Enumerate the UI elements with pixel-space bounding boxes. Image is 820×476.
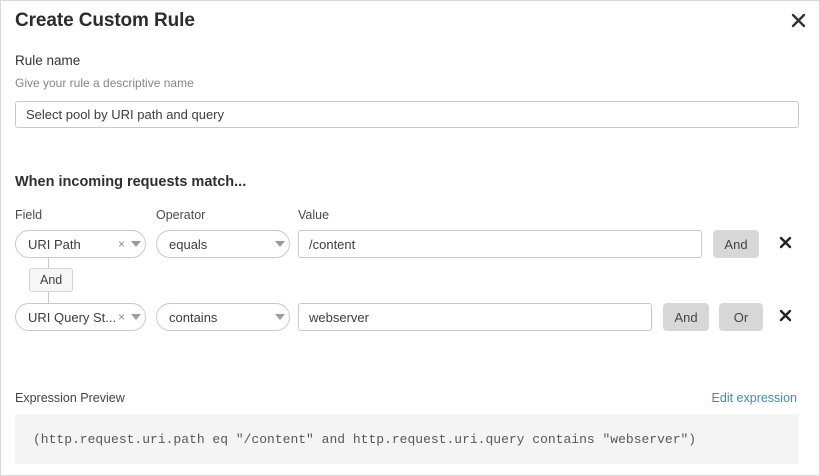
value-input-1[interactable] [298,230,702,258]
operator-select-2[interactable]: contains [156,303,290,331]
chevron-down-icon[interactable] [271,241,289,247]
close-icon [779,309,792,325]
delete-condition-button-2[interactable] [774,303,796,331]
operator-select-1[interactable]: equals [156,230,290,258]
delete-condition-button-1[interactable] [774,230,796,258]
clear-icon[interactable]: × [117,237,125,251]
value-input-2[interactable] [298,303,652,331]
chevron-down-icon[interactable] [127,241,145,247]
operator-select-2-value: contains [169,309,218,325]
expression-preview-text: (http.request.uri.path eq "/content" and… [33,431,697,447]
rule-name-label: Rule name [15,53,81,68]
clear-icon[interactable]: × [117,310,125,324]
condition-connector: And [15,258,135,303]
chevron-down-icon[interactable] [271,314,289,320]
add-or-condition-button-2[interactable]: Or [719,303,763,331]
connector-and-badge[interactable]: And [29,268,74,292]
page-title: Create Custom Rule [15,10,195,31]
column-header-operator: Operator [156,208,206,222]
operator-select-1-value: equals [169,236,208,252]
expression-preview-label: Expression Preview [15,391,125,405]
close-icon [779,236,792,252]
close-dialog-button[interactable] [785,7,811,33]
field-select-2[interactable]: URI Query St... × [15,303,146,331]
field-select-1[interactable]: URI Path × [15,230,146,258]
match-conditions-heading: When incoming requests match... [15,174,247,190]
rule-name-help-text: Give your rule a descriptive name [15,76,194,90]
chevron-down-icon[interactable] [127,314,145,320]
column-header-value: Value [298,208,330,222]
expression-preview-box: (http.request.uri.path eq "/content" and… [15,414,799,464]
field-select-1-value: URI Path [28,236,81,252]
column-header-field: Field [15,208,43,222]
add-and-condition-button-1[interactable]: And [713,230,759,258]
rule-name-input[interactable] [15,101,799,128]
field-select-2-value: URI Query St... [28,309,116,325]
close-icon [791,13,806,28]
edit-expression-link[interactable]: Edit expression [711,391,797,405]
add-and-condition-button-2[interactable]: And [663,303,709,331]
